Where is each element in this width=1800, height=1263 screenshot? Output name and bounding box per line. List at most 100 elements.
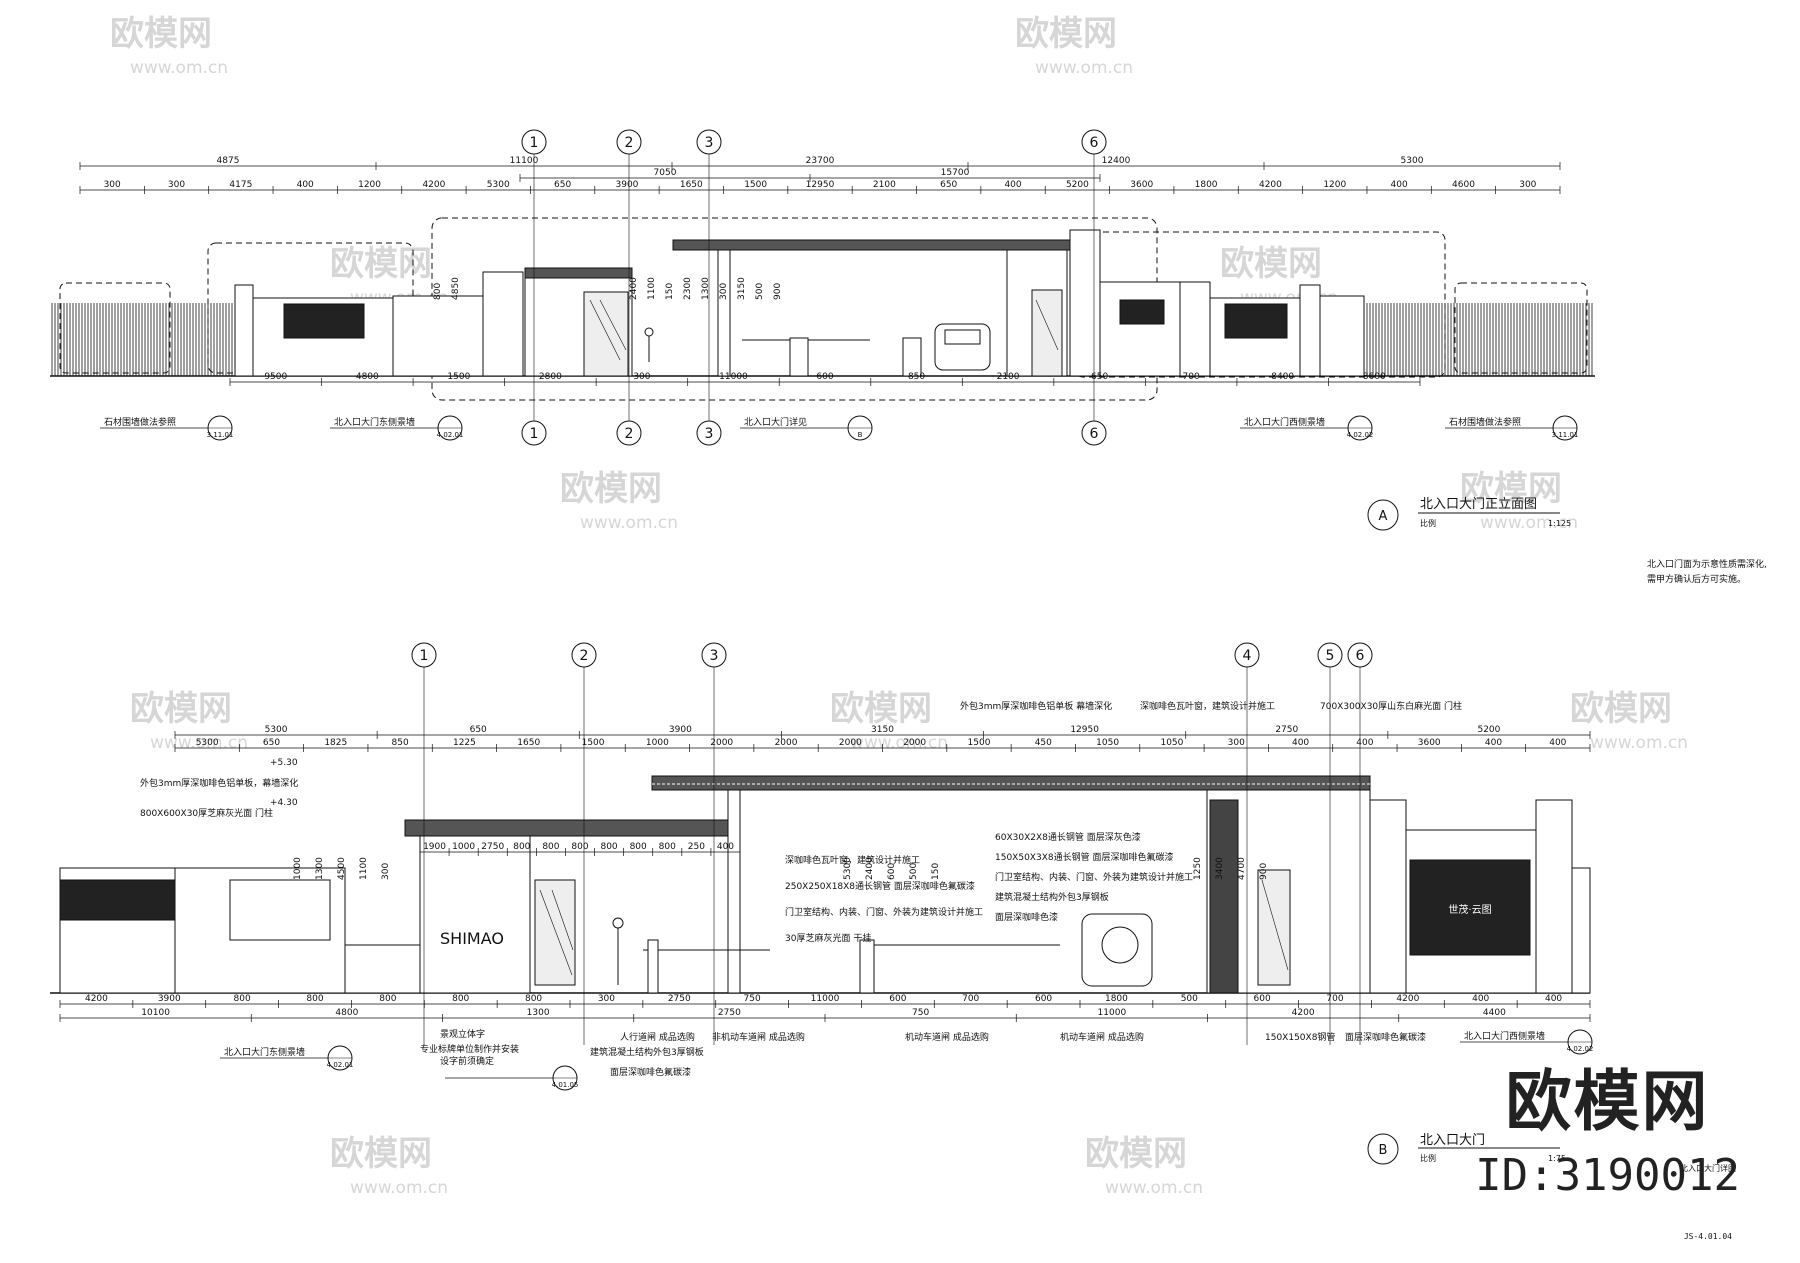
title-b-scale: 1:75 [1548,1154,1566,1163]
dimension-label: 700 [1326,994,1343,1004]
grid-axis-label: 5 [1326,648,1335,664]
grid-axis-bubble [696,420,722,446]
dimension-label: 3900 [158,994,181,1004]
watermark-url: www.om.cn [1590,733,1688,753]
dimension-label: 2100 [873,180,896,190]
callout-text: 北入口大门东侧景墙 [224,1046,305,1058]
callout-ref: 4.02.02 [1347,431,1374,439]
dimension-label: 2750 [718,1008,741,1018]
dimension-label: 5200 [1066,180,1089,190]
dimension-label: 1200 [1323,180,1346,190]
vertical-dimension: 2400 [865,857,875,880]
annotation-note: 外包3mm厚深咖啡色铝单板 幕墙深化 [960,700,1112,712]
grid-axis-label: 3 [705,426,714,442]
annotation-note: 面层深咖啡色漆 [995,911,1058,923]
annotation-note: 60X30X2X8通长钢管 面层深灰色漆 [995,831,1141,843]
grid-axis-label: 1 [420,648,429,664]
watermark-brand: 欧模网 [560,469,662,509]
grid-axis-bubble [616,129,642,155]
grid-axis-bubble [1234,642,1260,668]
watermark-url: www.om.cn [350,1178,448,1198]
dimension-label: 9500 [264,372,287,382]
title-a-text: 北入口大门正立面图 [1420,497,1537,512]
title-b-scale-label: 比例 [1420,1153,1436,1163]
dimension-label: 3600 [1418,738,1441,748]
dimension-label: 11000 [719,372,748,382]
dimension-label: 300 [598,994,615,1004]
title-a-label: A [1379,509,1388,524]
dimension-label: 4800 [356,372,379,382]
watermark-url: www.om.cn [1480,513,1578,533]
dimension-label: 1500 [968,738,991,748]
dimension-label: 600 [1035,994,1052,1004]
annotation-note: 建筑混凝土结构外包3厚钢板 [590,1046,704,1058]
annotation-note: 面层深咖啡色氟碳漆 [1345,1031,1426,1043]
title-block-a: A 北入口大门正立面图 比例 1:125 [1367,497,1571,531]
dimension-label: 2100 [997,372,1020,382]
dimension-label: 4400 [1483,1008,1506,1018]
dimension-label: 1050 [1096,738,1119,748]
dimension-label: 800 [513,842,530,852]
dimension-label: 1650 [680,180,703,190]
side-note-line-2: 需甲方确认后方可实施。 [1647,575,1747,585]
callout-ref: 3.11.01 [1552,431,1579,439]
dimension-label: 600 [1254,994,1271,1004]
dimension-label: 4600 [1452,180,1475,190]
dimension-label: 1000 [452,842,475,852]
dimension-label: 700 [962,994,979,1004]
watermark-layer: 欧模网 www.om.cn 欧模网 www.om.cn 欧模网 www.om.cn 欧模网 w… [110,14,1688,1198]
vertical-dimension: 500 [755,283,765,300]
annotation-note: 深咖啡色瓦叶窗，建筑设计并施工 [785,854,920,866]
annotation-note: 人行道闸 成品选购 [620,1031,695,1043]
level-mark: +4.30 [270,798,298,808]
dimension-label: 12400 [1102,156,1131,166]
dimension-label: 600 [889,994,906,1004]
vertical-dimension: 1250 [1193,857,1203,880]
watermark-brand: 欧模网 [1570,689,1672,729]
grid-axis-bubble [616,420,642,446]
annotation-note: 专业标牌单位制作并安装 [420,1043,519,1055]
grid-axis-label: 2 [580,648,589,664]
callout-ref: B [858,431,863,439]
dimension-label: 650 [940,180,957,190]
annotation-note: 门卫室结构、内装、门窗、外装为建筑设计并施工 [995,871,1193,883]
dimension-label: 650 [470,725,487,735]
annotation-note: 250X250X18X8通长钢管 面层深咖啡色氟碳漆 [785,880,975,892]
dimension-label: 400 [1292,738,1309,748]
vertical-dimension: 150 [931,863,941,880]
dimension-label: 2000 [903,738,926,748]
dimension-label: 400 [1545,994,1562,1004]
elevation-a [50,217,1595,401]
dimension-label: 800 [306,994,323,1004]
dimension-label: 5200 [1477,725,1500,735]
watermark-brand: 欧模网 [830,689,932,729]
grid-axis-label: 6 [1090,135,1099,151]
dimension-label: 650 [263,738,280,748]
dimension-label: 3150 [871,725,894,735]
title-b-suffix: 北入口大门详图 [1680,1163,1736,1173]
grid-axis-label: 1 [530,426,539,442]
dimension-label: 400 [1356,738,1373,748]
dimension-label: 800 [571,842,588,852]
vertical-dimension: 300 [719,283,729,300]
dimension-label: 800 [542,842,559,852]
annotation-note: 深咖啡色瓦叶窗，建筑设计并施工 [1140,700,1275,712]
vertical-dimension: 3150 [737,277,747,300]
dimension-label: 1500 [744,180,767,190]
watermark-url: www.om.cn [1035,58,1133,78]
dimension-label: 23700 [806,156,835,166]
dimension-label: 1900 [423,842,446,852]
sheet-number: JS-4.01.04 [1683,1232,1732,1241]
vertical-dimension: 600 [887,863,897,880]
level-mark: +5.30 [270,758,298,768]
dimension-label: 4200 [1259,180,1282,190]
dimension-label: 800 [452,994,469,1004]
dimension-label: 1200 [358,180,381,190]
watermark-brand: 欧模网 [1460,469,1562,509]
annotation-note: 机动车道闸 成品选购 [905,1031,989,1043]
annotation-note: 30厚芝麻灰光面 干挂 [785,932,871,944]
dimension-label: 10100 [141,1008,170,1018]
dimension-label: 650 [554,180,571,190]
